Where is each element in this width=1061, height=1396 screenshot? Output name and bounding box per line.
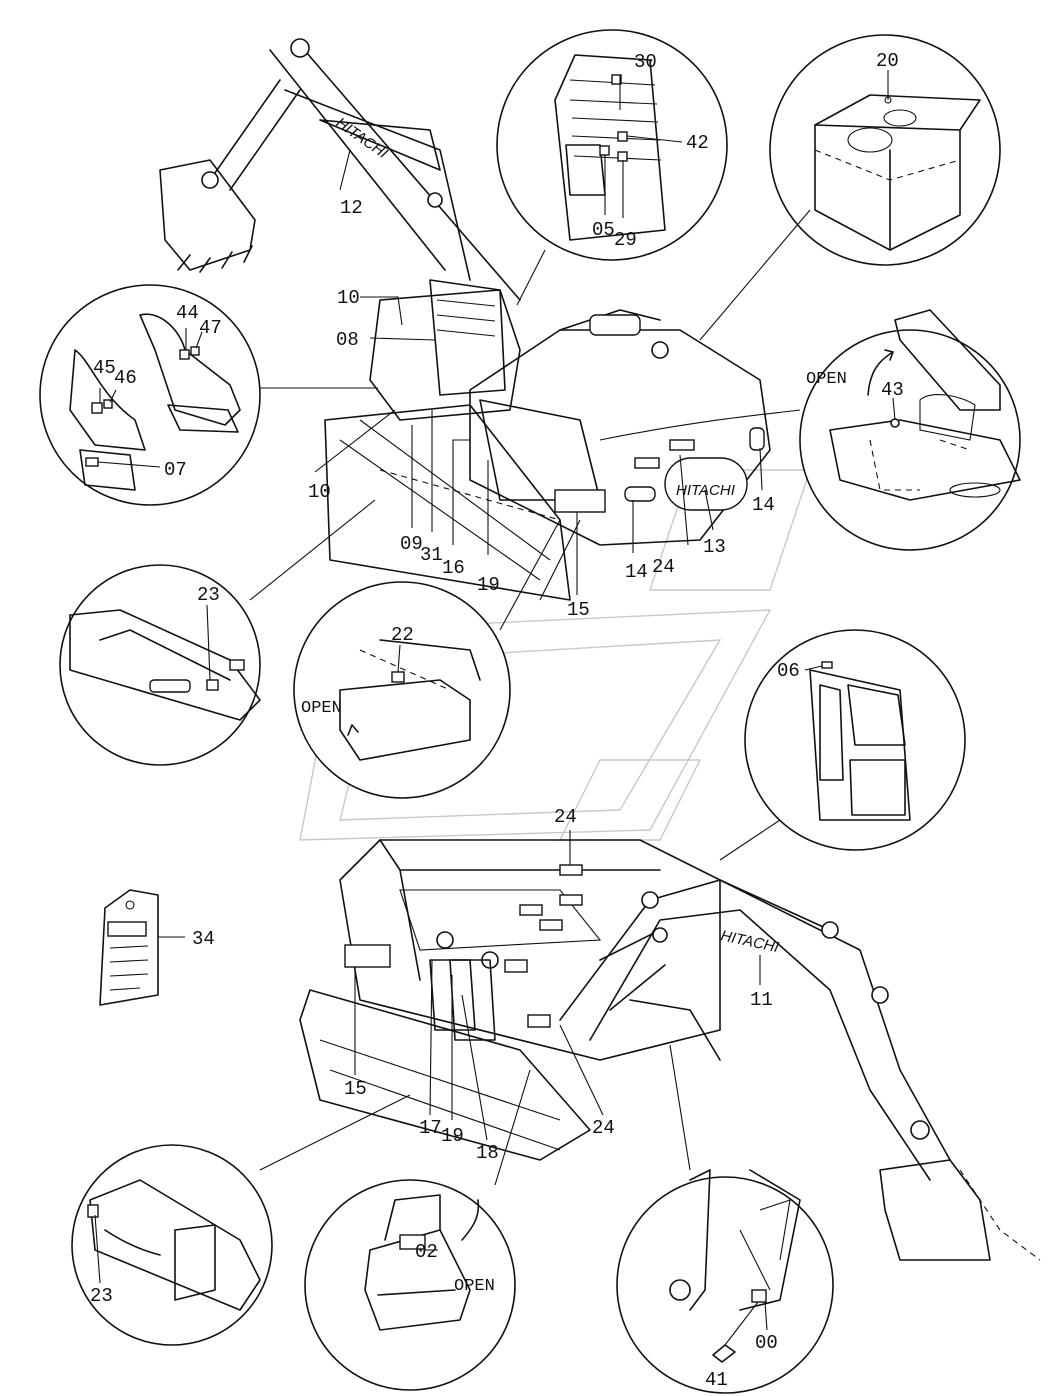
open-label-box: OPEN [454, 1277, 495, 1296]
brand-text-arm-bottom: HITACHI [719, 927, 780, 956]
part-number: 09 [400, 533, 423, 555]
part-number: 18 [476, 1142, 499, 1164]
part-number: 11 [750, 989, 773, 1011]
part-number: 08 [336, 329, 359, 351]
brand-text-counterweight: HITACHI [676, 482, 735, 499]
detail-circles [39, 29, 1021, 1394]
part-number: 19 [441, 1125, 464, 1147]
part-number: 15 [567, 599, 590, 621]
part-number: 07 [164, 459, 187, 481]
part-number: 34 [192, 928, 215, 950]
part-number: 24 [652, 556, 675, 578]
part-number: 13 [703, 536, 726, 558]
part-number: 17 [419, 1117, 442, 1139]
open-label-hood: OPEN [806, 370, 847, 389]
leader-lines [94, 70, 896, 1331]
part-number: 30 [634, 51, 657, 73]
part-number: 16 [442, 557, 465, 579]
brand-text-arm-top: HITACHI [333, 114, 391, 162]
part-number: 15 [344, 1078, 367, 1100]
open-label-compartment: OPEN [301, 699, 342, 718]
part-number: 14 [752, 494, 775, 516]
excavator-bottom-view [299, 839, 1041, 1261]
part-number: 47 [199, 317, 222, 339]
part-number: 29 [614, 229, 637, 251]
part-number: 00 [755, 1332, 778, 1354]
part-number: 24 [554, 806, 577, 828]
part-number: 45 [93, 357, 116, 379]
part-number: 05 [592, 219, 615, 241]
part-number: 43 [881, 379, 904, 401]
part-number: 42 [686, 132, 709, 154]
part-number: 14 [625, 561, 648, 583]
part-numbers: 10 08 10 09 31 16 19 15 14 24 13 14 12 3… [90, 50, 904, 1391]
part-number: 06 [777, 660, 800, 682]
part-number: 31 [420, 544, 443, 566]
part-number: 10 [308, 481, 331, 503]
part-number: 02 [415, 1241, 438, 1263]
part-number: 20 [876, 50, 899, 72]
part-number: 23 [197, 584, 220, 606]
excavator-top-view [159, 38, 771, 601]
part-number: 24 [592, 1117, 615, 1139]
part-number: 12 [340, 197, 363, 219]
part-number: 19 [477, 574, 500, 596]
part-number: 23 [90, 1285, 113, 1307]
part-number: 46 [114, 367, 137, 389]
part-number: 22 [391, 624, 414, 646]
part-number: 44 [176, 302, 199, 324]
part-number: 41 [705, 1369, 728, 1391]
part-number: 10 [337, 287, 360, 309]
